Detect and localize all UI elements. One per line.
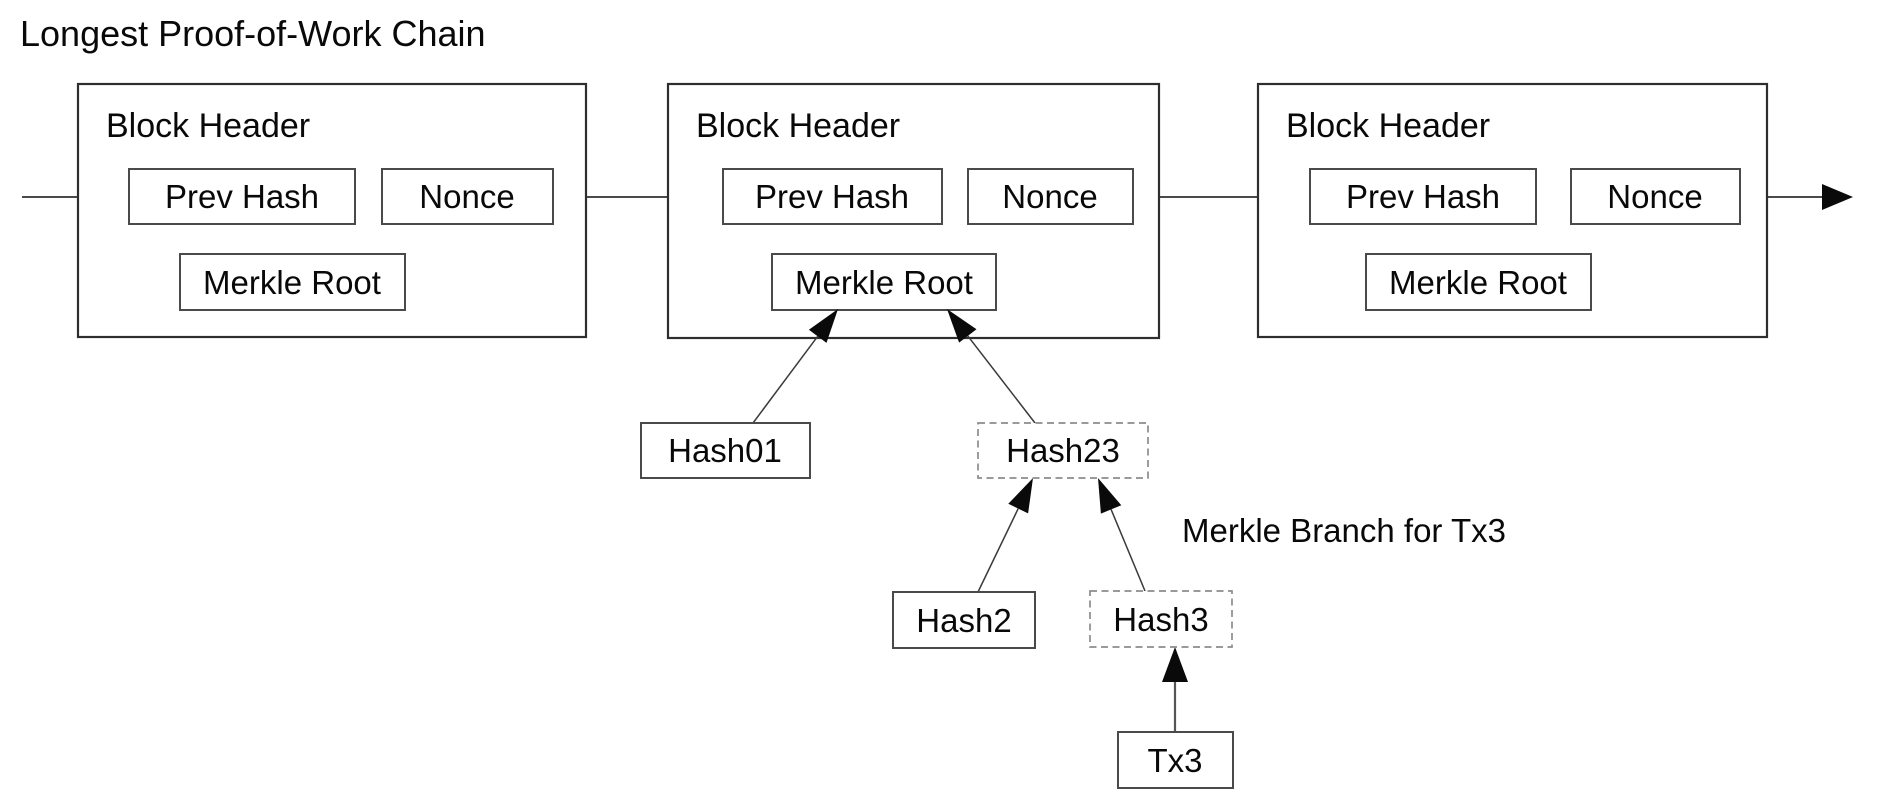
node-hash2: Hash2 xyxy=(892,591,1036,649)
edge-hash01-to-merkle-root xyxy=(752,309,838,424)
edge-hash3-hash23-head xyxy=(1098,478,1122,514)
edge-hash01-merkle-line xyxy=(752,335,819,424)
chain-arrow-outgoing-head xyxy=(1822,184,1853,210)
chain-arrow-outgoing xyxy=(1767,184,1853,210)
block-1-nonce-box xyxy=(381,168,554,225)
edge-hash2-hash23-line xyxy=(977,508,1019,593)
block-3-prev-hash-box xyxy=(1309,168,1537,225)
block-1-prev-hash-box xyxy=(128,168,356,225)
block-2-merkle-root-label: Merkle Root xyxy=(795,264,973,301)
block-2: Block Header Prev Hash Nonce Merkle Root xyxy=(666,82,1161,340)
edge-hash2-hash23-head xyxy=(1008,478,1033,514)
block-1: Block Header Prev Hash Nonce Merkle Root xyxy=(76,82,588,339)
node-hash23: Hash23 xyxy=(977,422,1149,479)
node-hash01: Hash01 xyxy=(640,422,811,479)
edge-hash23-to-merkle-root xyxy=(947,309,1036,424)
edge-tx3-hash3-head xyxy=(1162,647,1188,682)
block-2-prev-hash-label: Prev Hash xyxy=(755,178,909,215)
edge-hash3-to-hash23 xyxy=(1098,478,1146,592)
block-3-prev-hash-label: Prev Hash xyxy=(1346,178,1500,215)
hash01-box xyxy=(640,422,811,479)
block-1-nonce-label: Nonce xyxy=(419,178,514,215)
block-3-header-label: Block Header xyxy=(1286,107,1490,145)
block-3-nonce-label: Nonce xyxy=(1607,178,1702,215)
block-1-merkle-root-label: Merkle Root xyxy=(203,264,381,301)
block-2-merkle-root-box xyxy=(771,253,997,311)
edge-tx3-to-hash3 xyxy=(1162,647,1188,732)
diagram-title: Longest Proof-of-Work Chain xyxy=(20,13,486,54)
hash2-box xyxy=(892,591,1036,649)
block-1-merkle-root-box xyxy=(179,253,406,311)
hash3-label: Hash3 xyxy=(1113,601,1208,638)
node-hash3: Hash3 xyxy=(1089,590,1233,648)
edge-hash01-merkle-head xyxy=(808,309,838,343)
hash23-box xyxy=(977,422,1149,479)
tx3-label: Tx3 xyxy=(1147,742,1202,779)
merkle-branch-annotation: Merkle Branch for Tx3 xyxy=(1182,512,1506,549)
hash23-label: Hash23 xyxy=(1006,432,1120,469)
block-2-nonce-label: Nonce xyxy=(1002,178,1097,215)
tx3-box xyxy=(1117,731,1234,789)
block-2-header-label: Block Header xyxy=(696,107,900,145)
edge-hash23-merkle-line xyxy=(967,335,1036,424)
block-2-prev-hash-box xyxy=(722,168,943,225)
block-3-merkle-root-box xyxy=(1365,253,1592,311)
edge-hash2-to-hash23 xyxy=(977,478,1033,593)
block-1-prev-hash-label: Prev Hash xyxy=(165,178,319,215)
block-3-nonce-box xyxy=(1570,168,1741,225)
hash2-label: Hash2 xyxy=(916,602,1011,639)
edge-hash23-merkle-head xyxy=(947,309,977,343)
block-3-merkle-root-label: Merkle Root xyxy=(1389,264,1567,301)
edge-hash3-hash23-line xyxy=(1110,509,1146,592)
hash3-box xyxy=(1089,590,1233,648)
block-1-header-label: Block Header xyxy=(106,107,310,145)
block-2-nonce-box xyxy=(967,168,1134,225)
hash01-label: Hash01 xyxy=(668,432,782,469)
node-tx3: Tx3 xyxy=(1117,731,1234,789)
block-3: Block Header Prev Hash Nonce Merkle Root xyxy=(1256,82,1769,339)
